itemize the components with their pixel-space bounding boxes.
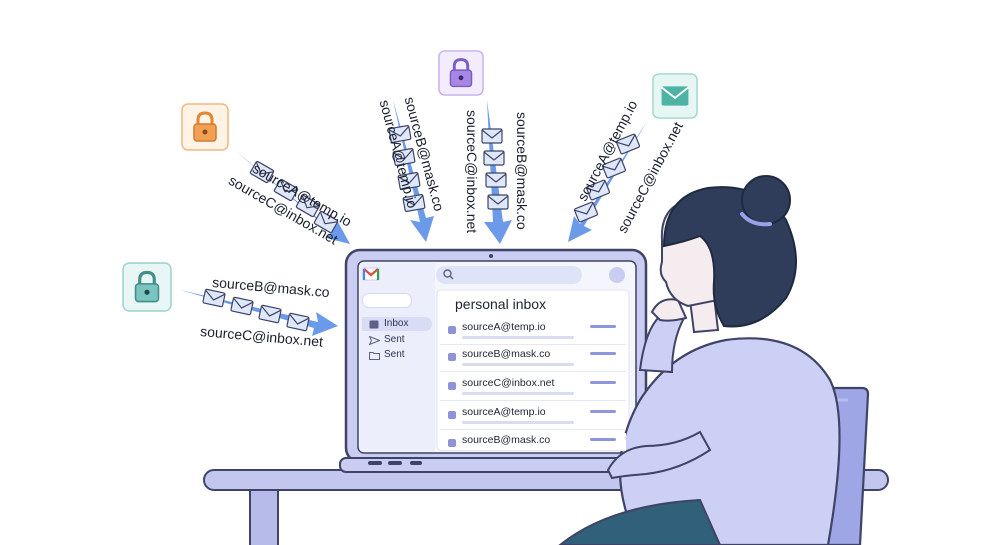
sidebar-item-inbox[interactable]: Inbox <box>362 317 432 331</box>
search-icon <box>443 269 454 280</box>
padlock-icon <box>438 50 484 96</box>
mail-date-line <box>590 325 616 328</box>
sidebar-item-sent-folder[interactable]: Sent <box>362 348 432 362</box>
sidebar-item-label: Inbox <box>384 318 409 329</box>
mail-date-line <box>590 410 616 413</box>
sidebar-item-label: Sent <box>384 349 405 360</box>
unread-marker <box>448 353 456 361</box>
compose-button[interactable] <box>362 293 412 308</box>
mail-sender: sourceB@mask.co <box>462 348 551 360</box>
padlock-icon <box>122 262 172 312</box>
sidebar-item-sent[interactable]: Sent <box>362 333 432 347</box>
search-input[interactable] <box>436 266 582 284</box>
gmail-logo <box>362 267 380 281</box>
sidebar-item-label: Sent <box>384 334 405 345</box>
mail-date-line <box>590 438 616 441</box>
send-icon <box>369 336 380 345</box>
padlock-icon <box>181 103 229 151</box>
folder-icon <box>369 352 380 360</box>
mail-row[interactable]: sourceA@temp.io <box>440 405 626 430</box>
stream-address: sourceC@inbox.net <box>464 110 480 234</box>
mail-preview-line <box>462 336 574 339</box>
mail-sender: sourceB@mask.co <box>462 434 551 446</box>
stream-address: sourceB@mask.co <box>514 112 530 230</box>
unread-marker <box>448 326 456 334</box>
unread-marker <box>448 411 456 419</box>
mail-row[interactable]: sourceB@mask.co <box>440 347 626 372</box>
mail-row[interactable]: sourceC@inbox.net <box>440 376 626 401</box>
unread-marker <box>448 439 456 447</box>
envelope-icon <box>652 73 698 119</box>
mail-row[interactable]: sourceB@mask.co <box>440 433 626 451</box>
mail-sender: sourceA@temp.io <box>462 321 546 333</box>
mail-preview-line <box>462 363 574 366</box>
mail-preview-line <box>462 392 574 395</box>
mail-row[interactable]: sourceA@temp.io <box>440 320 626 345</box>
mail-date-line <box>590 352 616 355</box>
mail-sender: sourceC@inbox.net <box>462 377 555 389</box>
inbox-title: personal inbox <box>455 296 547 312</box>
inbox-icon <box>369 320 379 329</box>
unread-marker <box>448 382 456 390</box>
mail-sender: sourceA@temp.io <box>462 406 546 418</box>
mail-date-line <box>590 381 616 384</box>
mail-preview-line <box>462 421 574 424</box>
person <box>558 175 841 545</box>
